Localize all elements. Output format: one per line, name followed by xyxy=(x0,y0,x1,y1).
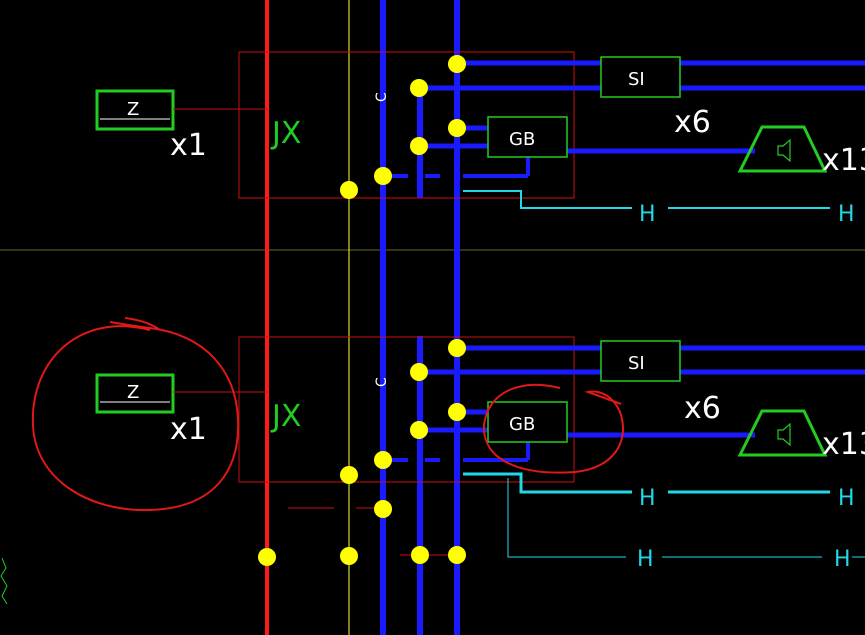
lower-floor-group: JX Z x1 C SI x6 GB x13 H H H xyxy=(95,336,865,572)
junction-dot xyxy=(448,119,466,137)
lower-z-module xyxy=(95,373,175,414)
junction-dot xyxy=(448,403,466,421)
lower-gb-label: GB xyxy=(509,414,535,435)
upper-h-bus xyxy=(463,190,632,209)
upper-gb-label: GB xyxy=(509,129,535,150)
lower-si-qty: x6 xyxy=(684,391,721,426)
upper-c-tag: C xyxy=(374,92,390,102)
junction-dot xyxy=(258,548,276,566)
lower-h-label-1: H xyxy=(639,486,656,511)
upper-z-module xyxy=(95,89,175,131)
junction-dot xyxy=(374,500,392,518)
upper-gb-box xyxy=(487,116,568,158)
lower-gb-box xyxy=(487,401,568,443)
speaker-icon xyxy=(737,125,828,173)
lower-h-label-4: H xyxy=(834,547,851,572)
junction-dot xyxy=(374,167,392,185)
junction-dot xyxy=(410,363,428,381)
junction-dot xyxy=(410,137,428,155)
left-edge-fragment xyxy=(0,557,8,605)
upper-h-label-2: H xyxy=(838,202,855,227)
lower-z-qty: x1 xyxy=(170,412,207,447)
red-circle-markup-gb xyxy=(482,383,624,474)
lower-c-tag: C xyxy=(374,377,390,387)
lower-h-bus xyxy=(463,472,632,494)
junction-dot xyxy=(448,339,466,357)
upper-z-label: Z xyxy=(127,99,139,120)
upper-si-box xyxy=(600,56,681,98)
upper-speaker-qty: x13 xyxy=(822,143,865,178)
junction-dot xyxy=(340,181,358,199)
lower-jx-label: JX xyxy=(270,399,301,434)
lower-z-label: Z xyxy=(127,382,139,403)
lower-si-box xyxy=(600,340,681,382)
upper-si-qty: x6 xyxy=(674,105,711,140)
upper-jx-box xyxy=(238,51,575,199)
lower-h-label-3: H xyxy=(637,547,654,572)
lower-si-label: SI xyxy=(628,353,645,374)
lower-speaker-qty: x13 xyxy=(822,427,865,462)
red-circle-markup-z xyxy=(31,317,240,512)
junction-dot xyxy=(410,79,428,97)
junction-dot xyxy=(411,546,429,564)
lower-h-label-2: H xyxy=(838,486,855,511)
junction-dot xyxy=(340,547,358,565)
upper-si-label: SI xyxy=(628,69,645,90)
lower-jx-box xyxy=(238,336,575,483)
junction-dot xyxy=(448,546,466,564)
speaker-icon xyxy=(737,409,828,457)
junction-dot xyxy=(374,451,392,469)
junction-dot xyxy=(340,466,358,484)
lower-h-bus-lower xyxy=(507,478,626,558)
upper-h-label-1: H xyxy=(639,202,656,227)
upper-jx-label: JX xyxy=(270,116,301,151)
junction-dot xyxy=(448,55,466,73)
junction-dot xyxy=(410,421,428,439)
upper-floor-group: JX Z x1 C SI x6 GB x13 H H xyxy=(95,51,865,227)
upper-z-qty: x1 xyxy=(170,128,207,163)
